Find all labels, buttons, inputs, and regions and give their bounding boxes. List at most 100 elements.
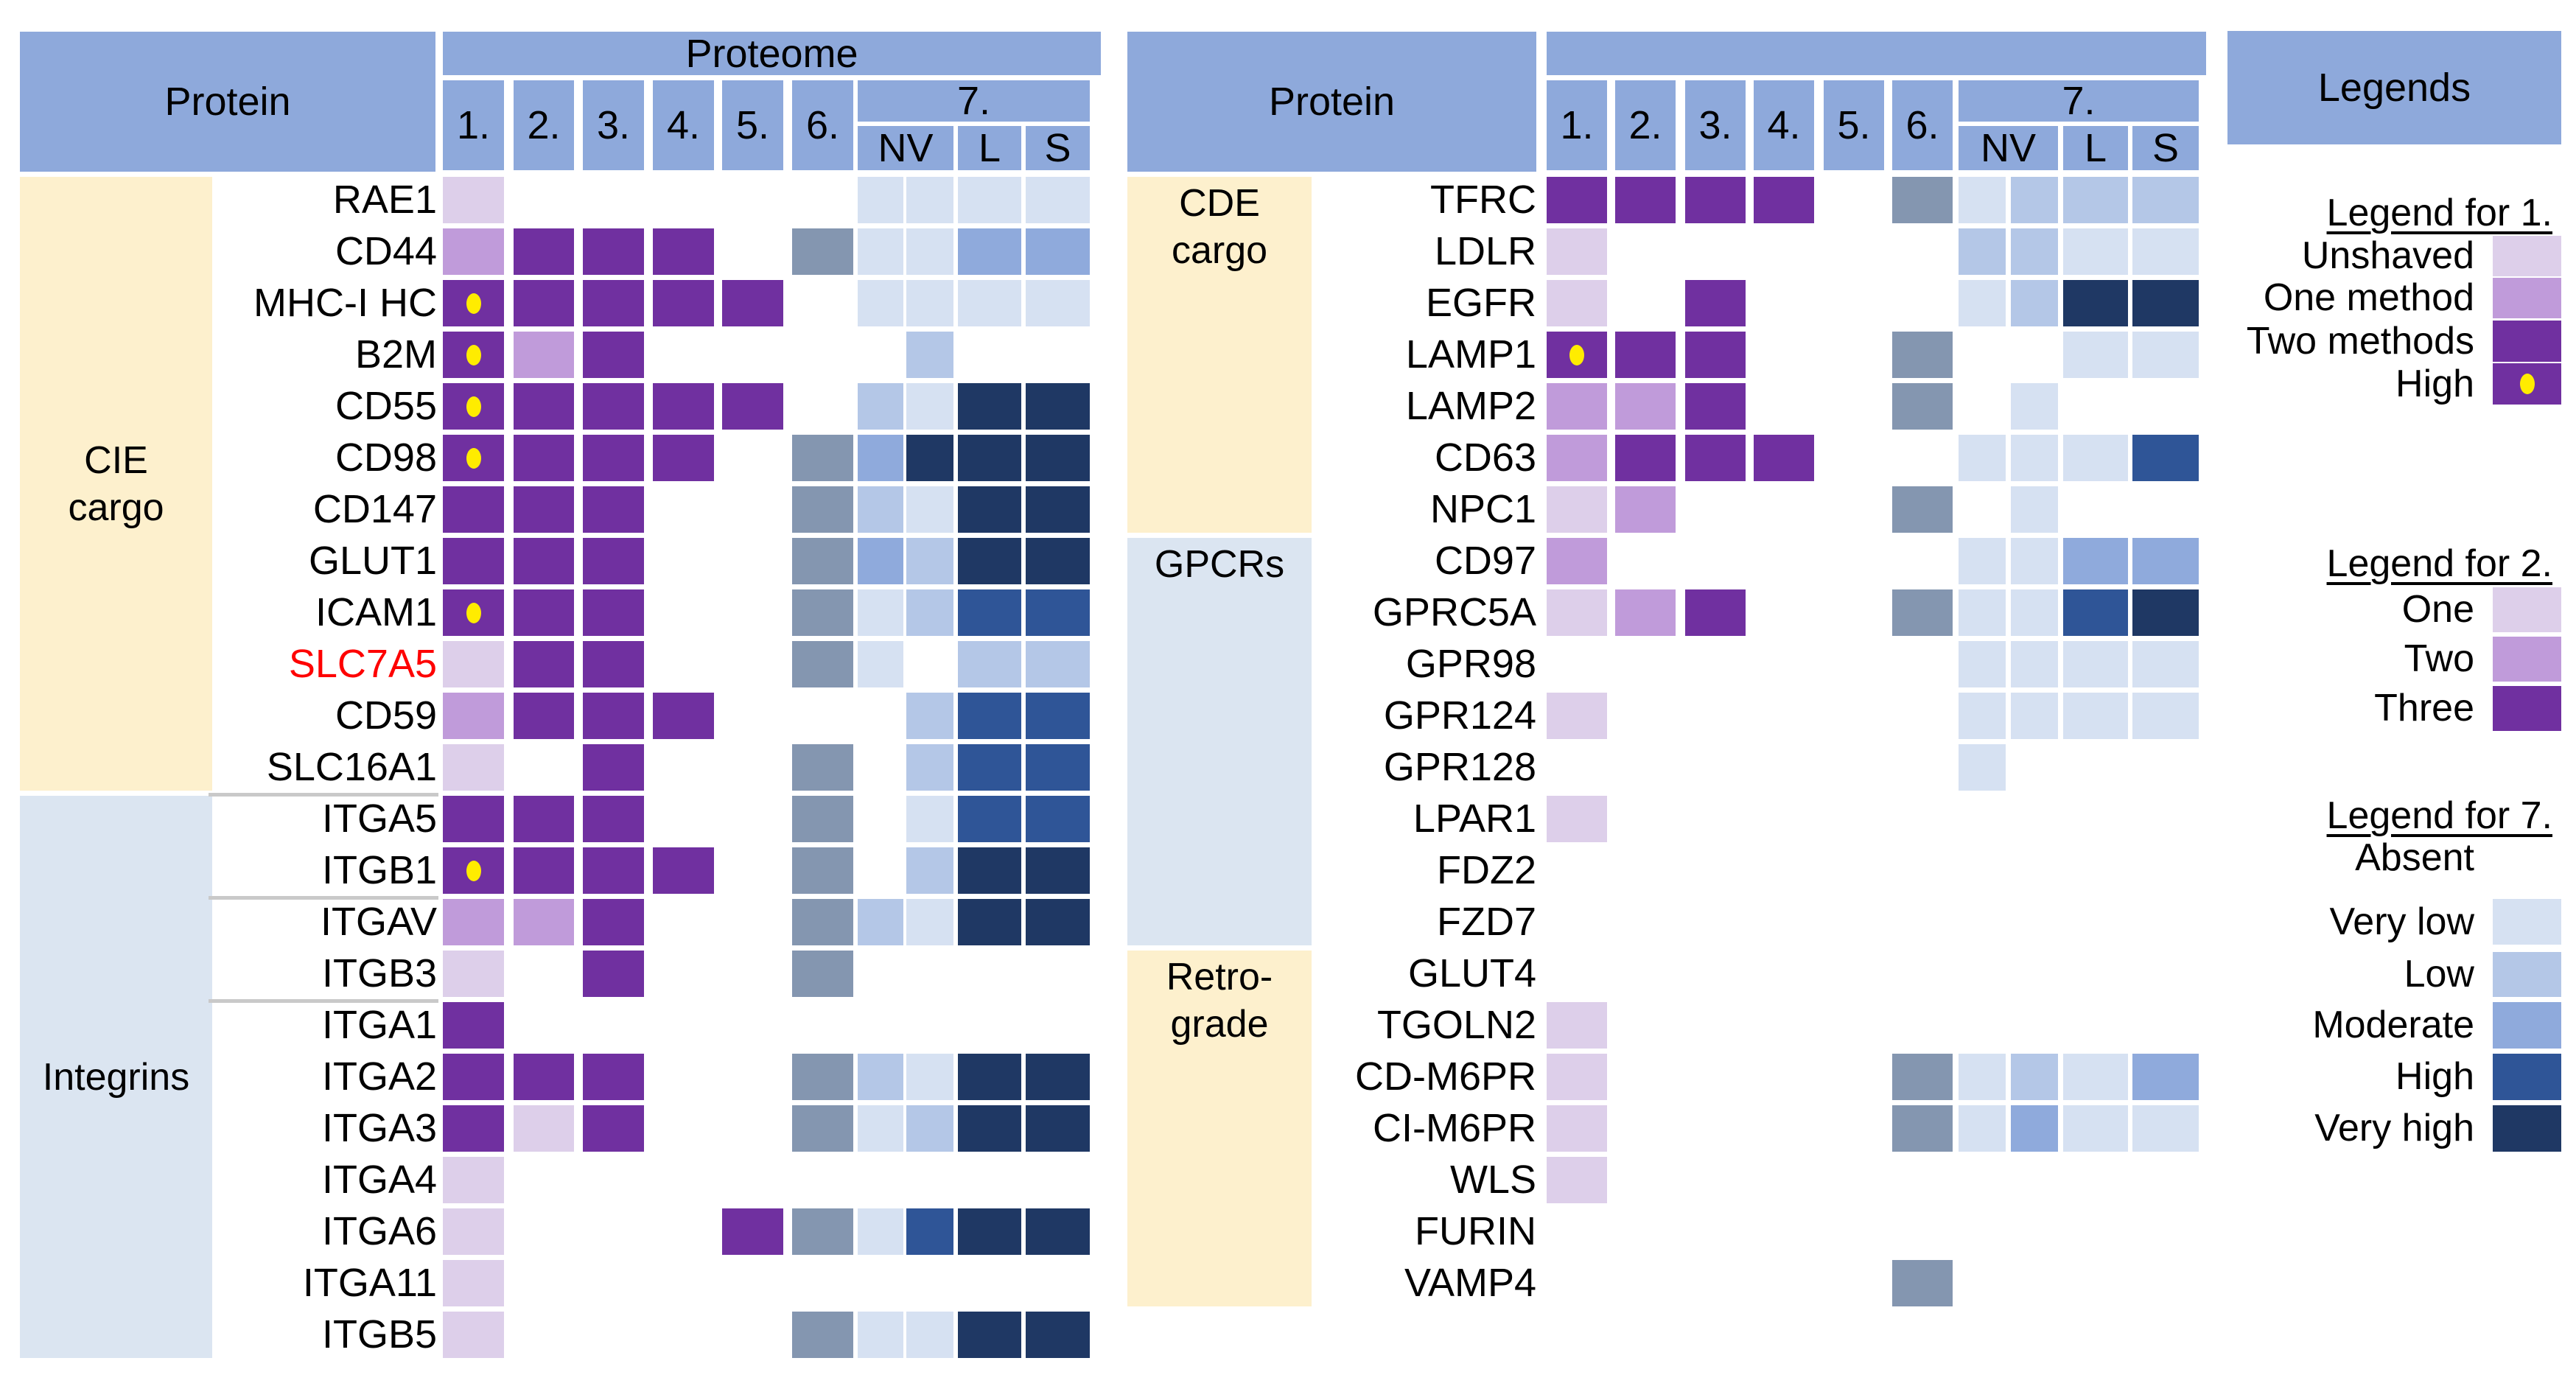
cell-col7-nv1	[1959, 744, 2006, 791]
group-label-line: Retro-	[1166, 956, 1273, 998]
protein-label: VAMP4	[1404, 1261, 1536, 1305]
cell-col3	[1685, 177, 1746, 223]
legend-section-title: Legend for 2.	[2326, 542, 2552, 585]
protein-label: SLC7A5	[288, 642, 437, 686]
legend-swatch	[2493, 321, 2561, 362]
cell-col7-s	[1026, 899, 1090, 945]
cell-col7-l	[958, 693, 1021, 739]
protein-label: CD97	[1434, 539, 1536, 583]
cell-col6	[1892, 1054, 1953, 1100]
cell-col7-l	[958, 435, 1021, 481]
cell-col7-nv1	[858, 486, 903, 533]
cell-col7-s	[1026, 1054, 1090, 1100]
cell-col7-nv2	[906, 177, 953, 223]
cell-col3	[583, 280, 644, 326]
protein-label: GPR124	[1383, 693, 1536, 738]
cell-col3	[583, 332, 644, 378]
cell-col3	[583, 228, 644, 275]
cell-col1	[1547, 280, 1607, 326]
cell-col5	[722, 280, 783, 326]
cell-col6	[792, 1208, 853, 1255]
column-header-5: 5.	[722, 80, 783, 170]
cell-col3	[1685, 589, 1746, 636]
protein-label: TFRC	[1430, 178, 1536, 222]
cell-col7-l	[2063, 1105, 2128, 1152]
cell-col7-nv1	[858, 538, 903, 584]
cell-col6	[792, 1054, 853, 1100]
cell-col7-nv2	[2011, 228, 2058, 275]
cell-col3	[1685, 280, 1746, 326]
cell-col3	[583, 1105, 644, 1152]
group-label-line: CIE	[84, 438, 148, 482]
cell-col7-nv1	[858, 228, 903, 275]
cell-col6	[1892, 1105, 1953, 1152]
protein-label: ITGA6	[321, 1209, 437, 1253]
protein-label: ITGB5	[321, 1312, 437, 1357]
cell-col3	[583, 641, 644, 687]
group-label-line: grade	[1170, 1003, 1269, 1046]
cell-col2	[514, 538, 574, 584]
protein-label: GPR98	[1405, 642, 1536, 686]
cell-col6	[1892, 332, 1953, 378]
cell-col1	[443, 1105, 504, 1152]
protein-label: RAE1	[332, 178, 437, 222]
cell-col7-s	[1026, 177, 1090, 223]
protein-label: CD63	[1434, 435, 1536, 480]
cell-col7-nv1	[1959, 589, 2006, 636]
cell-col4	[1754, 177, 1814, 223]
cell-col3	[583, 951, 644, 997]
cell-col1	[443, 538, 504, 584]
cell-col7-nv2	[906, 1312, 953, 1358]
cell-col1	[443, 383, 504, 430]
cell-col7-l	[958, 796, 1021, 842]
cell-col3	[1685, 332, 1746, 378]
cell-col7-l	[2063, 280, 2128, 326]
protein-label: B2M	[354, 332, 437, 377]
column-header-4: 4.	[653, 80, 714, 170]
cell-col7-s	[2132, 177, 2199, 223]
protein-label: GPR128	[1383, 745, 1536, 789]
legend-item-label: One	[2401, 588, 2474, 631]
cell-col6	[792, 1105, 853, 1152]
legend-item-label: High	[2395, 363, 2474, 405]
protein-label: FURIN	[1415, 1209, 1536, 1253]
cell-col7-l	[958, 1105, 1021, 1152]
cell-col7-s	[2132, 1105, 2199, 1152]
cell-col7-l	[2063, 177, 2128, 223]
cell-col7-l	[958, 486, 1021, 533]
cell-col4	[653, 280, 714, 326]
cell-col7-nv1	[858, 383, 903, 430]
cell-col1	[1547, 1054, 1607, 1100]
group-label-line: CDE	[1179, 182, 1260, 225]
cell-col7-nv2	[2011, 589, 2058, 636]
cell-col7-s	[1026, 486, 1090, 533]
cell-col6	[792, 641, 853, 687]
cell-col2	[514, 589, 574, 636]
cell-col4	[653, 383, 714, 430]
cell-col7-nv2	[2011, 538, 2058, 584]
cell-col1	[443, 951, 504, 997]
cell-col7-nv2	[906, 589, 953, 636]
cell-col7-nv2	[906, 538, 953, 584]
subcolumn-header-s: S	[1026, 126, 1090, 170]
cell-col1	[1547, 589, 1607, 636]
cell-col1	[443, 486, 504, 533]
cell-col1	[443, 1208, 504, 1255]
cell-col7-l	[2063, 589, 2128, 636]
cell-col6	[792, 228, 853, 275]
cell-col2	[514, 1105, 574, 1152]
cell-col7-l	[2063, 693, 2128, 739]
yellow-dot-marker	[466, 860, 481, 881]
group-label-line: Integrins	[42, 1055, 190, 1099]
legend-item-label: Two	[2404, 637, 2474, 680]
cell-col1	[443, 1054, 504, 1100]
cell-col6	[792, 1312, 853, 1358]
cell-col7-nv1	[1959, 538, 2006, 584]
protein-label: FZD7	[1437, 900, 1536, 944]
cell-col4	[653, 435, 714, 481]
cell-col7-s	[1026, 383, 1090, 430]
legend-item-label: One method	[2263, 276, 2474, 319]
cell-col6	[792, 744, 853, 791]
protein-label: GPRC5A	[1372, 590, 1536, 634]
